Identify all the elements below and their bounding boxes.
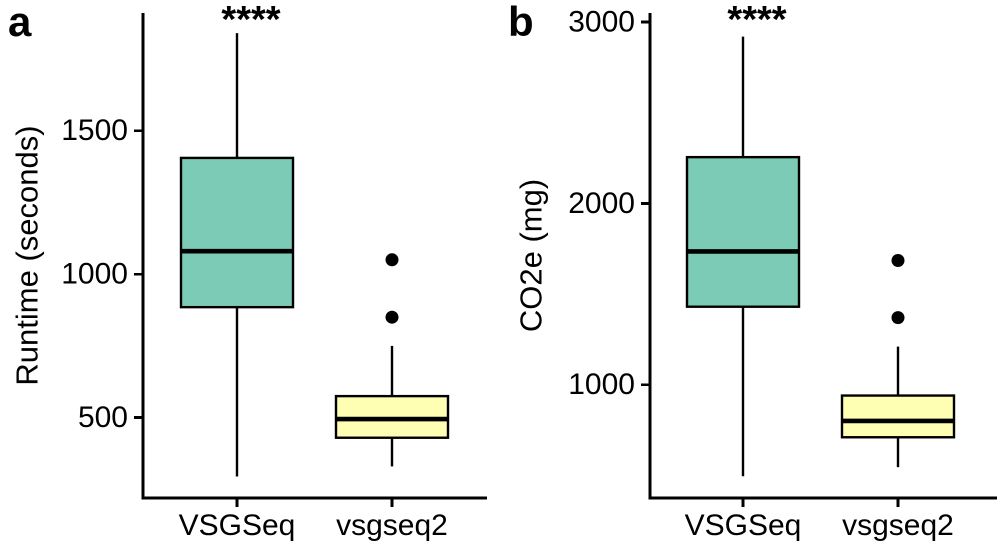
y-tick-label: 1000 <box>568 368 635 401</box>
x-category-label-vsgseq: VSGSeq <box>685 509 802 542</box>
box-vsgseq <box>179 156 295 309</box>
significance-stars: **** <box>221 0 280 41</box>
y-tick-label: 1000 <box>61 258 128 291</box>
significance-stars: **** <box>727 0 786 41</box>
box-vsgseq2 <box>840 394 956 439</box>
outlier-point-vsgseq2 <box>891 311 905 325</box>
outlier-point-vsgseq2 <box>385 253 399 267</box>
y-tick-label: 500 <box>78 401 128 434</box>
x-category-label-vsgseq: VSGSeq <box>179 509 296 542</box>
x-category-label-vsgseq2: vsgseq2 <box>842 509 954 542</box>
y-axis-title: Runtime (seconds) <box>10 125 45 385</box>
panel-label-a: a <box>8 0 32 45</box>
y-tick-label: 3000 <box>568 6 635 39</box>
panel-label-b: b <box>508 0 534 45</box>
outlier-point-vsgseq2 <box>385 310 399 324</box>
y-tick-label: 1500 <box>61 114 128 147</box>
box-vsgseq <box>685 155 801 308</box>
x-category-label-vsgseq2: vsgseq2 <box>336 509 448 542</box>
outlier-point-vsgseq2 <box>891 253 905 267</box>
y-axis-title: CO2e (mg) <box>514 179 549 332</box>
y-tick-label: 2000 <box>568 187 635 220</box>
